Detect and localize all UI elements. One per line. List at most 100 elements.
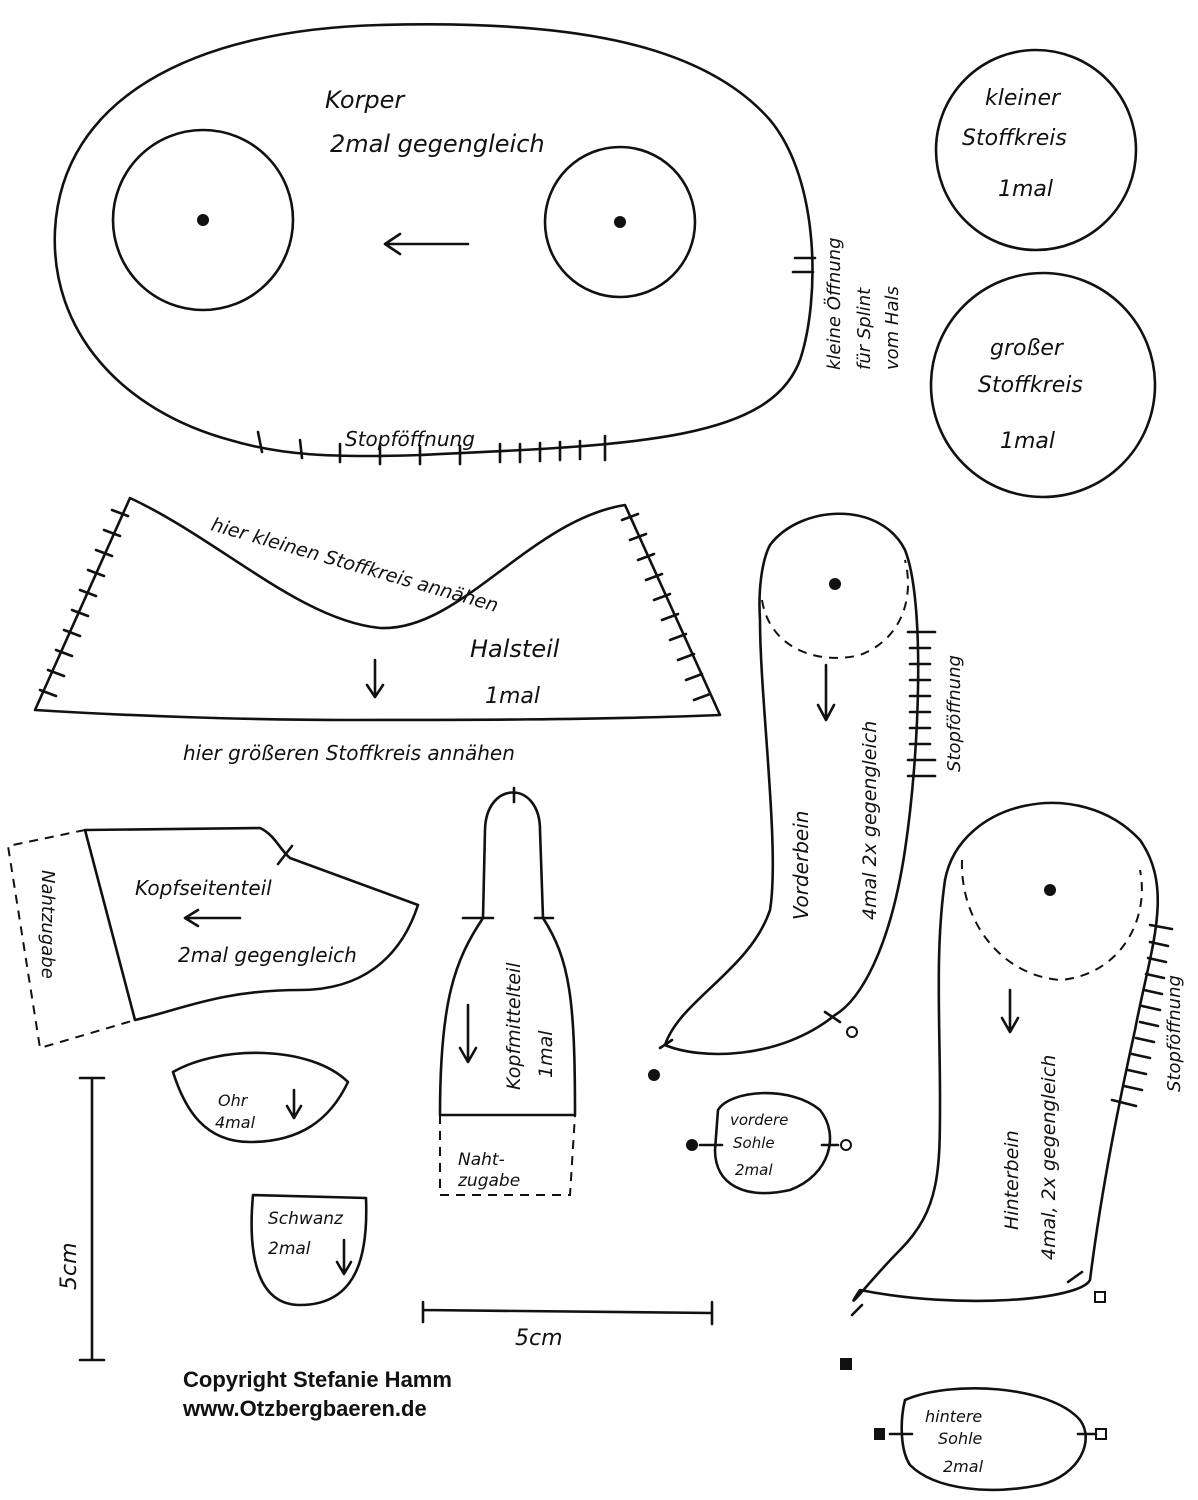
head-side-piece: Kopfseitenteil 2mal gegengleich Nahtzuga… xyxy=(6,826,420,1050)
scale-horizontal-bar xyxy=(421,1300,714,1326)
hind-leg-count: 4mal, 2x gegengleich xyxy=(1038,1055,1060,1260)
hind-sole-outline xyxy=(900,1387,1087,1492)
ear-name: Ohr xyxy=(218,1091,249,1110)
hind-sole-name-1: hintere xyxy=(925,1407,982,1426)
body-name: Korper xyxy=(325,86,406,114)
neck-top-note: hier kleinen Stoffkreis annähen xyxy=(209,514,501,617)
body-outline xyxy=(53,22,814,458)
hind-leg-opening-ticks xyxy=(1110,923,1174,1108)
head-side-allowance-label: Nahtzugabe xyxy=(37,870,58,979)
hind-sole-marker-open xyxy=(1095,1428,1107,1440)
body-side-note-1: kleine Öffnung xyxy=(823,237,845,370)
head-middle-notches xyxy=(461,786,555,920)
front-leg-marker-filled xyxy=(648,1069,660,1081)
joint-circle-right xyxy=(543,145,697,299)
body-count: 2mal gegengleich xyxy=(330,130,545,158)
scale-vertical: 5cm xyxy=(57,1076,106,1362)
opening-ticks xyxy=(256,256,817,466)
head-side-allowance xyxy=(6,829,136,1050)
front-leg-count: 4mal 2x gegengleich xyxy=(859,721,881,920)
front-leg-notches xyxy=(658,1010,842,1050)
grain-arrow-icon xyxy=(458,1003,478,1064)
hind-sole-piece: hintere Sohle 2mal xyxy=(874,1387,1107,1492)
neck-outline xyxy=(33,496,722,722)
neck-seam-ticks xyxy=(38,508,712,702)
hind-leg-marker-filled xyxy=(840,1358,852,1370)
front-leg-joint-dashed xyxy=(761,559,909,659)
large-circle-name-2: Stoffkreis xyxy=(978,373,1083,398)
front-leg-name: Vorderbein xyxy=(789,811,813,920)
joint-dot-right xyxy=(614,216,626,228)
tail-count: 2mal xyxy=(268,1239,311,1259)
hind-sole-name-2: Sohle xyxy=(938,1429,983,1448)
front-sole-piece: vordere Sohle 2mal xyxy=(686,1091,852,1195)
large-circle-piece: großer Stoffkreis 1mal xyxy=(929,271,1157,499)
body-piece: Korper 2mal gegengleich Stopföffnung kle… xyxy=(53,22,903,466)
large-circle-count: 1mal xyxy=(1000,429,1055,454)
head-side-name: Kopfseitenteil xyxy=(135,876,272,900)
body-side-note-2: für Splint xyxy=(854,287,875,370)
hind-leg-piece: Hinterbein 4mal, 2x gegengleich Stopföff… xyxy=(840,801,1185,1370)
hind-leg-opening: Stopföffnung xyxy=(1164,975,1185,1092)
scale-horizontal: 5cm xyxy=(421,1300,714,1351)
head-side-count: 2mal gegengleich xyxy=(178,943,357,967)
copyright-text: Copyright Stefanie Hamm xyxy=(183,1367,452,1392)
ear-count: 4mal xyxy=(215,1113,256,1132)
grain-arrow-icon xyxy=(183,908,242,928)
hind-leg-joint-dashed xyxy=(960,859,1143,982)
head-middle-count: 1mal xyxy=(535,1030,557,1078)
grain-arrow-icon xyxy=(335,1238,353,1276)
tail-name: Schwanz xyxy=(268,1209,344,1229)
scale-vertical-label: 5cm xyxy=(57,1242,82,1290)
small-circle-name-2: Stoffkreis xyxy=(962,126,1067,151)
hind-sole-count: 2mal xyxy=(943,1457,984,1476)
front-sole-outline xyxy=(713,1091,832,1195)
head-middle-piece: Kopfmittelteil 1mal Naht- zugabe xyxy=(438,786,577,1196)
neck-bottom-note: hier größeren Stoffkreis annähen xyxy=(183,741,515,765)
small-circle-count: 1mal xyxy=(998,177,1053,202)
head-middle-allowance-2: zugabe xyxy=(457,1171,520,1191)
grain-arrow-icon xyxy=(1000,988,1020,1034)
ear-piece: Ohr 4mal xyxy=(171,1051,350,1144)
head-middle-allowance-1: Naht- xyxy=(458,1150,505,1170)
joint-dot-left xyxy=(197,214,209,226)
front-sole-marker-filled xyxy=(686,1139,698,1151)
grain-arrow-icon xyxy=(816,663,836,722)
head-middle-allowance xyxy=(439,1114,576,1196)
front-sole-name-1: vordere xyxy=(730,1111,788,1129)
head-middle-name: Kopfmittelteil xyxy=(503,962,525,1090)
grain-arrow-icon xyxy=(285,1088,303,1120)
large-circle-outline xyxy=(929,271,1157,499)
scale-horizontal-label: 5cm xyxy=(515,1326,563,1351)
body-side-note-3: vom Hals xyxy=(882,286,903,370)
small-circle-outline xyxy=(934,48,1138,252)
grain-arrow-icon xyxy=(365,658,385,699)
front-leg-opening-ticks xyxy=(906,630,937,778)
front-leg-joint-dot xyxy=(829,578,841,590)
scale-vertical-bar xyxy=(78,1076,106,1362)
front-sole-marker-open xyxy=(840,1139,852,1151)
joint-circle-left xyxy=(111,128,295,312)
tail-piece: Schwanz 2mal xyxy=(250,1193,368,1307)
front-leg-opening: Stopföffnung xyxy=(944,655,965,772)
head-side-outline xyxy=(83,826,420,1022)
front-sole-count: 2mal xyxy=(735,1161,773,1179)
front-leg-marker-open xyxy=(846,1026,858,1038)
front-leg-outline xyxy=(663,512,920,1056)
neck-count: 1mal xyxy=(485,684,540,709)
grain-arrow-icon xyxy=(383,232,470,256)
website-link[interactable]: www.Otzbergbaeren.de xyxy=(183,1396,427,1421)
hind-leg-notches xyxy=(850,1270,1084,1317)
front-leg-piece: Vorderbein 4mal 2x gegengleich Stopföffn… xyxy=(648,512,965,1081)
ear-outline xyxy=(171,1051,350,1144)
small-circle-name-1: kleiner xyxy=(985,86,1062,111)
front-sole-name-2: Sohle xyxy=(733,1134,775,1152)
large-circle-name-1: großer xyxy=(990,336,1065,361)
neck-piece: hier kleinen Stoffkreis annähen Halsteil… xyxy=(33,496,722,765)
body-opening: Stopföffnung xyxy=(345,427,475,451)
head-side-notch xyxy=(276,844,294,866)
small-circle-piece: kleiner Stoffkreis 1mal xyxy=(934,48,1138,252)
hind-leg-marker-open xyxy=(1094,1291,1106,1303)
